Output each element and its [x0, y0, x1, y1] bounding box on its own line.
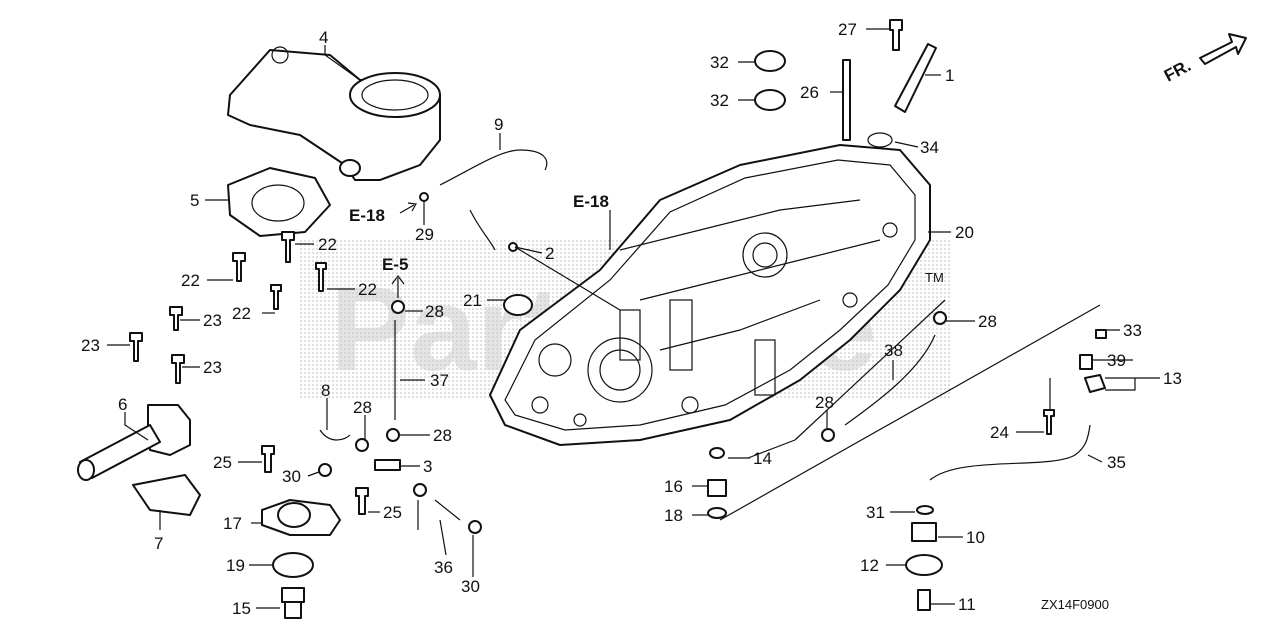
callout-25-a[interactable]: 25: [213, 453, 232, 472]
callout-10[interactable]: 10: [966, 528, 985, 547]
callout-28-c[interactable]: 28: [433, 426, 452, 445]
callout-13[interactable]: 13: [1163, 369, 1182, 388]
callout-22-d[interactable]: 22: [358, 280, 377, 299]
callout-1[interactable]: 1: [945, 66, 954, 85]
callout-38[interactable]: 38: [884, 341, 903, 360]
gasket-5: [227, 167, 331, 237]
callout-12[interactable]: 12: [860, 556, 879, 575]
callout-23-c[interactable]: 23: [203, 358, 222, 377]
callout-17[interactable]: 17: [223, 514, 242, 533]
callout-22-b[interactable]: 22: [181, 271, 200, 290]
front-marker-label: FR.: [1161, 56, 1194, 86]
small-parts: [261, 19, 1107, 611]
callout-23-b[interactable]: 23: [81, 336, 100, 355]
callout-14[interactable]: 14: [753, 449, 772, 468]
callout-19[interactable]: 19: [226, 556, 245, 575]
front-arrow-icon: [1199, 33, 1247, 65]
callout-30-a[interactable]: 30: [282, 467, 301, 486]
callout-34[interactable]: 34: [920, 138, 939, 157]
diagram-code: ZX14F0900: [1041, 597, 1109, 612]
callout-20[interactable]: 20: [955, 223, 974, 242]
callout-28-d[interactable]: 28: [815, 393, 834, 412]
bolts: [129, 231, 327, 384]
hose-8: [319, 429, 351, 441]
callout-28-e[interactable]: 28: [353, 398, 372, 417]
callout-6[interactable]: 6: [118, 395, 127, 414]
callout-18[interactable]: 18: [664, 506, 683, 525]
section-ref-e18-center[interactable]: E-18: [573, 192, 609, 211]
callout-29[interactable]: 29: [415, 225, 434, 244]
callout-26[interactable]: 26: [800, 83, 819, 102]
callout-24[interactable]: 24: [990, 423, 1009, 442]
callout-32-b[interactable]: 32: [710, 91, 729, 110]
callout-2[interactable]: 2: [545, 244, 554, 263]
callout-33[interactable]: 33: [1123, 321, 1142, 340]
callout-28-a[interactable]: 28: [425, 302, 444, 321]
hose-9b: [469, 209, 496, 251]
callout-32-a[interactable]: 32: [710, 53, 729, 72]
callout-7[interactable]: 7: [154, 534, 163, 553]
callout-35[interactable]: 35: [1107, 453, 1126, 472]
callout-4[interactable]: 4: [319, 28, 328, 47]
water-jacket-housing: [227, 46, 441, 181]
callout-3[interactable]: 3: [423, 457, 432, 476]
callout-22-a[interactable]: 22: [318, 235, 337, 254]
callout-8[interactable]: 8: [321, 381, 330, 400]
callout-31[interactable]: 31: [866, 503, 885, 522]
gasket-7: [132, 474, 201, 516]
grommet-6: [77, 404, 191, 481]
callout-22-c[interactable]: 22: [232, 304, 251, 323]
callout-21[interactable]: 21: [463, 291, 482, 310]
callout-27[interactable]: 27: [838, 20, 857, 39]
plug-15: [281, 587, 305, 619]
front-direction-marker: FR.: [1161, 33, 1247, 86]
callout-23-a[interactable]: 23: [203, 311, 222, 330]
watermark-trademark: TM: [925, 270, 944, 285]
section-ref-e5[interactable]: E-5: [382, 255, 408, 274]
section-ref-e18-left[interactable]: E-18: [349, 206, 385, 225]
hose-38: [844, 334, 936, 426]
hose-35: [929, 424, 1091, 481]
callout-11[interactable]: 11: [958, 595, 976, 614]
callout-30-b[interactable]: 30: [461, 577, 480, 596]
oil-case-body: [489, 144, 931, 446]
callout-9[interactable]: 9: [494, 115, 503, 134]
callout-numbers: 1 2 3 4 5 6 7 8 9 10 11 12 13 14 15 16 1…: [81, 20, 1182, 618]
gasket-19: [272, 552, 314, 578]
callout-25-b[interactable]: 25: [383, 503, 402, 522]
callout-39[interactable]: 39: [1107, 351, 1126, 370]
callout-36[interactable]: 36: [434, 558, 453, 577]
cover-17: [261, 499, 341, 536]
hose-9: [439, 149, 548, 186]
callout-37[interactable]: 37: [430, 371, 449, 390]
leader-lines: [107, 28, 1160, 609]
callout-15[interactable]: 15: [232, 599, 251, 618]
callout-28-b[interactable]: 28: [978, 312, 997, 331]
callout-16[interactable]: 16: [664, 477, 683, 496]
hose-36: [434, 499, 461, 521]
callout-5[interactable]: 5: [190, 191, 199, 210]
